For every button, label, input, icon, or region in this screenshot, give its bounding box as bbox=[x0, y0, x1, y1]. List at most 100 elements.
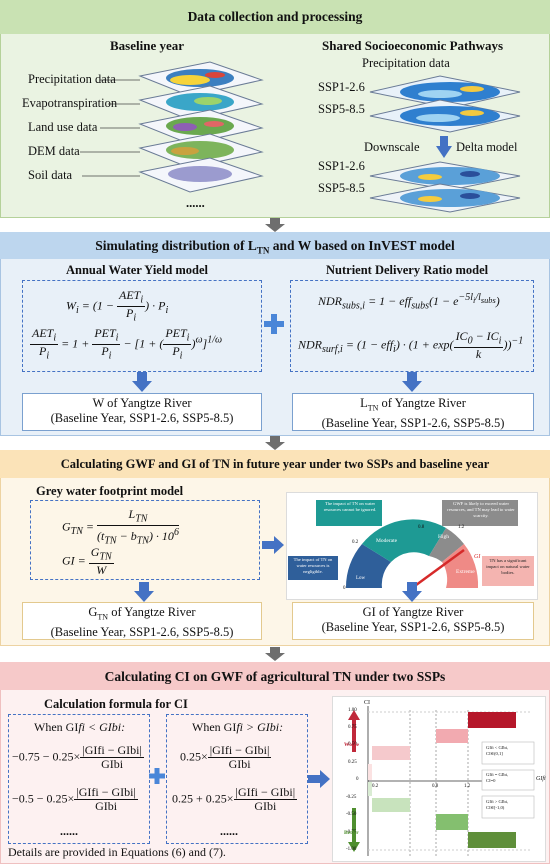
ssp126-precip-map bbox=[369, 75, 521, 109]
ci-bar-low-better bbox=[368, 782, 372, 796]
ssp126-label-bottom: SSP1-2.6 bbox=[318, 159, 365, 173]
awy-down-arrow-icon bbox=[132, 372, 152, 392]
ci-note-1: GIfi < GIbi,CI∈(0,1] bbox=[486, 745, 509, 756]
layer-evapotranspiration bbox=[138, 85, 264, 121]
ci-chart bbox=[348, 706, 535, 856]
ci-note-3: GIfi > GIbi,CI∈[-1,0) bbox=[486, 799, 509, 810]
ci-note-1-bg bbox=[481, 741, 535, 765]
ci-note-2: GIfi = GIbi,CI=0 bbox=[486, 772, 509, 783]
section-title-ci: Calculating CI on GWF of agricultural TN… bbox=[104, 669, 446, 684]
connector-arrow-icon bbox=[265, 218, 285, 232]
gauge-tick-08: 0.8 bbox=[418, 525, 425, 530]
ci-ytick-05: 0.50 bbox=[348, 742, 357, 747]
ci-xtick-08: 0.8 bbox=[432, 784, 439, 789]
downscale-arrow-icon bbox=[436, 136, 452, 158]
gauge-note-cannot-ignore-bg bbox=[316, 500, 382, 526]
ci-right-term-2: 0.25 + 0.25×|GIfi − GIbi|GIbi bbox=[172, 785, 298, 813]
gauge-note-significant-bg bbox=[482, 556, 534, 586]
worse-arrow-icon bbox=[348, 710, 360, 752]
right-arrow-icon bbox=[262, 536, 284, 554]
section-title-invest: Simulating distribution of LTN and W bas… bbox=[95, 238, 455, 256]
ci-bar-extreme-better bbox=[468, 832, 516, 848]
gauge-needle-label: GI bbox=[474, 554, 481, 560]
ci-better-label: Better bbox=[344, 830, 359, 836]
ci-bar-extreme-worse bbox=[468, 712, 516, 728]
ci-ytick-025: 0.25 bbox=[348, 760, 357, 765]
gwf-model-title: Grey water footprint model bbox=[36, 484, 184, 498]
ci-bar-low-worse bbox=[368, 764, 372, 780]
ndr-equation-box bbox=[290, 280, 534, 372]
layer-label-precipitation: Precipitation data bbox=[28, 72, 116, 86]
section-data-collection-header bbox=[0, 0, 550, 34]
section-title-data-collection: Data collection and processing bbox=[187, 9, 363, 24]
ci-xlabel: GIfi bbox=[536, 776, 546, 782]
gauge-segment-low bbox=[345, 544, 391, 588]
ndr-model-title: Nutrient Delivery Ratio model bbox=[326, 263, 489, 277]
gauge-segment-high bbox=[429, 528, 464, 562]
g-result-line2: (Baseline Year, SSP1-2.6, SSP5-8.5) bbox=[50, 624, 234, 639]
gi-result-line1: GI of Yangtze River bbox=[362, 605, 464, 619]
gauge-tick-02: 0.2 bbox=[352, 540, 359, 545]
ci-xtick-12: 1.2 bbox=[464, 784, 471, 789]
gauge-note-exceed: GWF is likely to exceed water resources,… bbox=[447, 501, 515, 518]
l-result-line2: (Baseline Year, SSP1-2.6, SSP5-8.5) bbox=[321, 415, 505, 430]
layer-precipitation bbox=[138, 61, 264, 97]
ci-ytick-0: 0 bbox=[356, 777, 359, 782]
gi-result-line2: (Baseline Year, SSP1-2.6, SSP5-8.5) bbox=[321, 620, 505, 634]
layer-land-use bbox=[138, 109, 264, 145]
right-arrow-icon bbox=[308, 770, 330, 788]
ci-note-3-bg bbox=[481, 795, 535, 819]
gauge-note-exceed-bg bbox=[442, 500, 518, 526]
w-result-box: W of Yangtze River (Baseline Year, SSP1-… bbox=[22, 393, 262, 431]
ci-bar-high-better bbox=[436, 814, 468, 830]
ssp585-downscaled-map bbox=[369, 183, 521, 213]
ssp126-label-top: SSP1-2.6 bbox=[318, 80, 365, 94]
gwf-equation-1: GTN = LTN(tTN − bTN) · 106 bbox=[62, 507, 179, 547]
ssp585-precip-map bbox=[369, 99, 521, 133]
awy-model-title: Annual Water Yield model bbox=[66, 263, 209, 277]
gauge-segment-extreme bbox=[442, 544, 479, 588]
layer-label-soil: Soil data bbox=[28, 168, 73, 182]
downscale-label: Downscale bbox=[364, 140, 420, 154]
section-invest-header bbox=[0, 232, 550, 259]
ssp-precipitation-label: Precipitation data bbox=[362, 56, 450, 70]
ci-xtick-02: 0.2 bbox=[372, 784, 379, 789]
gauge-label-high: High bbox=[438, 534, 449, 540]
layer-soil bbox=[138, 157, 264, 193]
gwf-down-arrow-icon bbox=[134, 582, 154, 602]
gauge-needle bbox=[411, 548, 465, 590]
layer-label-evapotranspiration: Evapotranspiration bbox=[22, 96, 118, 110]
l-result-line1: LTN of Yangtze River bbox=[360, 396, 466, 413]
ci-right-ellipsis: ...... bbox=[220, 824, 238, 838]
better-arrow-icon bbox=[348, 808, 360, 852]
plus-icon bbox=[264, 314, 284, 334]
ci-ytick-m025: -0.25 bbox=[346, 795, 357, 800]
ci-left-term-2: −0.5 − 0.25×|GIfi − GIbi|GIbi bbox=[12, 785, 138, 813]
ndr-equation-1: NDRsubs,i = 1 − effsubs(1 − e−5li/lsubs) bbox=[318, 292, 500, 312]
ci-ytick-1: 1.00 bbox=[348, 708, 357, 713]
gi-down-arrow-icon bbox=[402, 582, 422, 602]
gauge-label-low: Low bbox=[356, 576, 366, 581]
ci-left-condition: When GIfi < GIbi: bbox=[34, 720, 126, 734]
w-result-line1: W of Yangtze River bbox=[92, 396, 192, 410]
ci-right-term-1: 0.25×|GIfi − GIbi|GIbi bbox=[180, 743, 272, 771]
ci-left-formula-box bbox=[8, 714, 150, 844]
ssp-precipitation-maps bbox=[369, 75, 521, 133]
connector-arrow-icon bbox=[265, 436, 285, 450]
baseline-ellipsis: ...... bbox=[186, 196, 205, 210]
gauge-note-negligible-bg bbox=[288, 556, 338, 580]
layer-label-dem: DEM data bbox=[28, 144, 80, 158]
ci-right-condition: When GIfi > GIbi: bbox=[192, 720, 284, 734]
gwf-equation-box bbox=[30, 500, 260, 580]
ci-ylabel: CI bbox=[364, 700, 370, 706]
gauge-label-extreme: Extreme bbox=[456, 569, 475, 575]
awy-equation-box bbox=[22, 280, 262, 372]
ssp126-downscaled-map bbox=[369, 161, 521, 191]
l-result-box: LTN of Yangtze River (Baseline Year, SSP… bbox=[292, 393, 534, 431]
ci-note-2-bg bbox=[481, 769, 535, 791]
layer-label-land-use: Land use data bbox=[28, 120, 98, 134]
gauge-segment-moderate bbox=[362, 519, 446, 562]
